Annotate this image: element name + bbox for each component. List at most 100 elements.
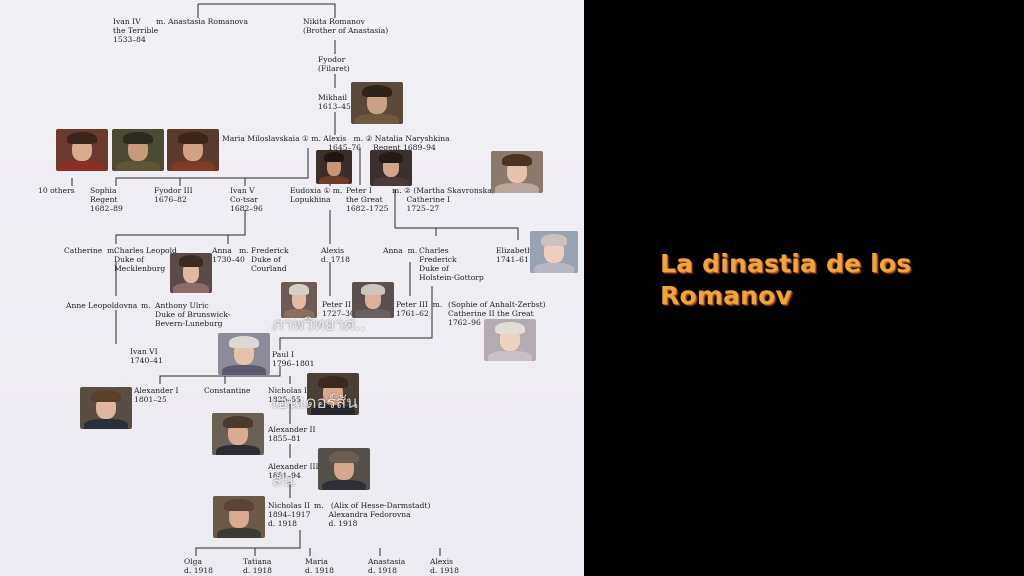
portrait-catherine-ii xyxy=(484,319,536,361)
node-alexis-son: Alexis d. 1718 xyxy=(321,246,351,264)
portrait-ivan-v xyxy=(167,129,219,171)
node-nicholas-ii: Nicholas II 1894–1917 d. 1918 xyxy=(268,501,311,528)
portrait-clothing xyxy=(217,527,261,538)
portrait-hair xyxy=(329,450,359,464)
node-frederick: Frederick Duke of Courland xyxy=(251,246,289,273)
portrait-clothing xyxy=(222,364,266,375)
node-maria: Maria d. 1918 xyxy=(305,557,335,575)
portrait-hair xyxy=(361,284,385,295)
portrait-hair xyxy=(288,284,310,295)
node-charles-leopold: Charles Leopold Duke of Mecklenburg xyxy=(114,246,177,273)
portrait-hair xyxy=(178,131,208,145)
node-mikhail: Mikhail 1613–45 xyxy=(318,93,351,111)
portrait-clothing xyxy=(355,309,391,318)
node-constantine: Constantine xyxy=(204,386,251,395)
portrait-hair xyxy=(318,375,348,389)
node-fyodor-filaret: Fyodor (Filaret) xyxy=(318,55,350,73)
portrait-hair xyxy=(323,152,345,163)
portrait-clothing xyxy=(311,404,355,415)
node-nicholas-i: Nicholas I 1825–55 xyxy=(268,386,308,404)
portrait-hair xyxy=(91,389,121,403)
portrait-hair xyxy=(229,335,259,349)
node-anastasia: Anastasia d. 1918 xyxy=(368,557,406,575)
overlay-line-2: เอนเดอร์สัน xyxy=(272,393,358,413)
node-catherine-i: m. ② (Martha Skavronska) Catherine I 172… xyxy=(392,186,495,213)
portrait-clothing xyxy=(171,160,215,171)
portrait-clothing xyxy=(60,160,104,171)
node-ivan-vi: Ivan VI 1740–41 xyxy=(130,347,163,365)
portrait-hair xyxy=(495,321,525,335)
portrait-hair xyxy=(540,233,568,247)
portrait-alexander-ii xyxy=(212,413,264,455)
portrait-clothing xyxy=(173,283,209,293)
slide-title: La dinastia de los Romanov xyxy=(660,248,990,312)
portrait-clothing xyxy=(283,309,315,318)
portrait-nicholas-ii xyxy=(213,496,265,538)
portrait-catherine-i xyxy=(491,151,543,193)
node-anna-i: Anna m. 1730–40 xyxy=(212,246,249,264)
node-nikita-romanov: Nikita Romanov (Brother of Anastasia) xyxy=(303,17,389,35)
portrait-sophia xyxy=(56,129,108,171)
node-peter-ii: Peter II 1727–30 xyxy=(322,300,355,318)
node-peter-iii: Peter III m. 1761–62 xyxy=(396,300,443,318)
portrait-anna-i xyxy=(170,253,212,293)
portrait-alexander-iii xyxy=(318,448,370,490)
portrait-clothing xyxy=(116,160,160,171)
node-ten-others: 10 others xyxy=(38,186,75,195)
portrait-hair xyxy=(502,153,532,167)
slide-title-line-2: Romanov xyxy=(660,281,793,310)
portrait-nicholas-i xyxy=(307,373,359,415)
node-ivan-v: Ivan V Co-tsar 1682–96 xyxy=(230,186,263,213)
node-alexis-marriages: Maria Miloslavskaia ① m. Alexis m. ② Nat… xyxy=(222,134,450,152)
node-anthony-ulric: Anthony Ulric Duke of Brunswick- Bevern-… xyxy=(155,301,231,328)
portrait-hair xyxy=(379,152,403,163)
portrait-clothing xyxy=(495,182,539,193)
node-eudoxia: Eudoxia ① m. Lopukhina xyxy=(290,186,343,204)
portrait-elizabeth xyxy=(530,231,578,273)
slide-title-line-1: La dinastia de los xyxy=(660,249,912,278)
node-ivan-iv: Ivan IV the Terrible 1533–84 xyxy=(113,17,159,44)
node-anne-leopoldovna: Anne Leopoldovna xyxy=(66,301,138,310)
portrait-paul-i xyxy=(218,333,270,375)
family-tree-panel: Ivan IV the Terrible 1533–84 m. Anastasi… xyxy=(0,0,584,576)
node-tatiana: Tatiana d. 1918 xyxy=(243,557,273,575)
portrait-alexander-i xyxy=(80,387,132,429)
portrait-clothing xyxy=(488,350,532,361)
node-alexander-iii: Alexander III 1881–94 xyxy=(268,462,319,480)
portrait-hair xyxy=(179,255,203,268)
portrait-clothing xyxy=(533,262,575,273)
marriage-anastasia: m. Anastasia Romanova xyxy=(156,17,248,26)
portrait-clothing xyxy=(84,418,128,429)
portrait-clothing xyxy=(318,175,350,184)
node-catherine: Catherine m. xyxy=(64,246,117,255)
portrait-fyodor-iii xyxy=(112,129,164,171)
node-olga: Olga d. 1918 xyxy=(184,557,214,575)
portrait-clothing xyxy=(322,479,366,490)
overlay-line-3: สัน xyxy=(272,471,294,491)
portrait-peter-ii xyxy=(281,282,317,318)
portrait-peter-iii xyxy=(352,282,394,318)
node-alexandra-fedorovna: m. (Alix of Hesse-Darmstadt) Alexandra F… xyxy=(314,501,431,528)
portrait-hair xyxy=(123,131,153,145)
portrait-hair xyxy=(362,84,392,98)
portrait-peter-i xyxy=(370,150,412,186)
portrait-hair xyxy=(224,498,254,512)
node-alexis-last: Alexis d. 1918 xyxy=(430,557,460,575)
portrait-mikhail xyxy=(351,82,403,124)
node-elizabeth: Elizabeth 1741–61 xyxy=(496,246,533,264)
node-alexander-ii: Alexander II 1855–81 xyxy=(268,425,316,443)
portrait-hair xyxy=(67,131,97,145)
portrait-clothing xyxy=(373,177,409,186)
overlay-watermark-text: ภาพวิทยาศ.. เอนเดอร์สัน สัน xyxy=(272,260,582,491)
marriage-anthony-ulric: m. xyxy=(141,301,151,310)
node-paul-i: Paul I 1796–1801 xyxy=(272,350,315,368)
portrait-clothing xyxy=(216,444,260,455)
node-alexander-i: Alexander I 1801–25 xyxy=(134,386,179,404)
node-sophia: Sophia Regent 1682–89 xyxy=(90,186,123,213)
node-fyodor-iii: Fyodor III 1676–82 xyxy=(154,186,193,204)
node-anna-petrovna: Anna m. xyxy=(383,246,418,255)
overlay-line-1: ภาพวิทยาศ.. xyxy=(272,315,366,335)
node-charles-frederick: Charles Frederick Duke of Holstein-Gotto… xyxy=(419,246,484,282)
node-catherine-ii: (Sophie of Anhalt-Zerbst) Catherine II t… xyxy=(448,300,546,327)
portrait-clothing xyxy=(355,113,399,124)
